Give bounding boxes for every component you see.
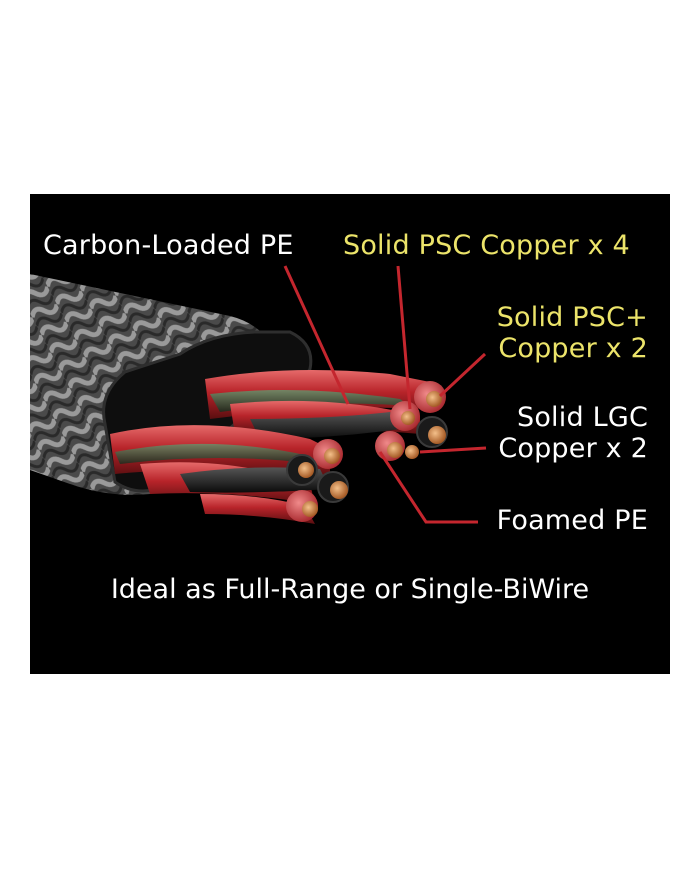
cable-illustration (30, 265, 487, 524)
leader-solid-psc-plus (438, 352, 487, 398)
cable-diagram-panel: Carbon-Loaded PE Solid PSC Copper x 4 So… (30, 194, 670, 674)
label-solid-lgc-line1: Solid LGC (517, 402, 648, 433)
leader-solid-lgc (419, 446, 487, 454)
label-solid-psc-plus-line2: Copper x 2 (498, 333, 648, 364)
label-foamed-pe: Foamed PE (496, 505, 648, 536)
leader-solid-psc-x4 (396, 265, 412, 410)
label-solid-psc-plus-line1: Solid PSC+ (496, 302, 648, 333)
label-carbon-loaded-pe: Carbon-Loaded PE (43, 230, 294, 261)
leader-foamed-pe (378, 451, 478, 524)
leader-carbon-loaded-pe (283, 265, 350, 405)
label-solid-lgc-line2: Copper x 2 (498, 433, 648, 464)
tagline: Ideal as Full-Range or Single-BiWire (110, 574, 590, 605)
label-solid-psc-copper-x4: Solid PSC Copper x 4 (343, 230, 630, 261)
